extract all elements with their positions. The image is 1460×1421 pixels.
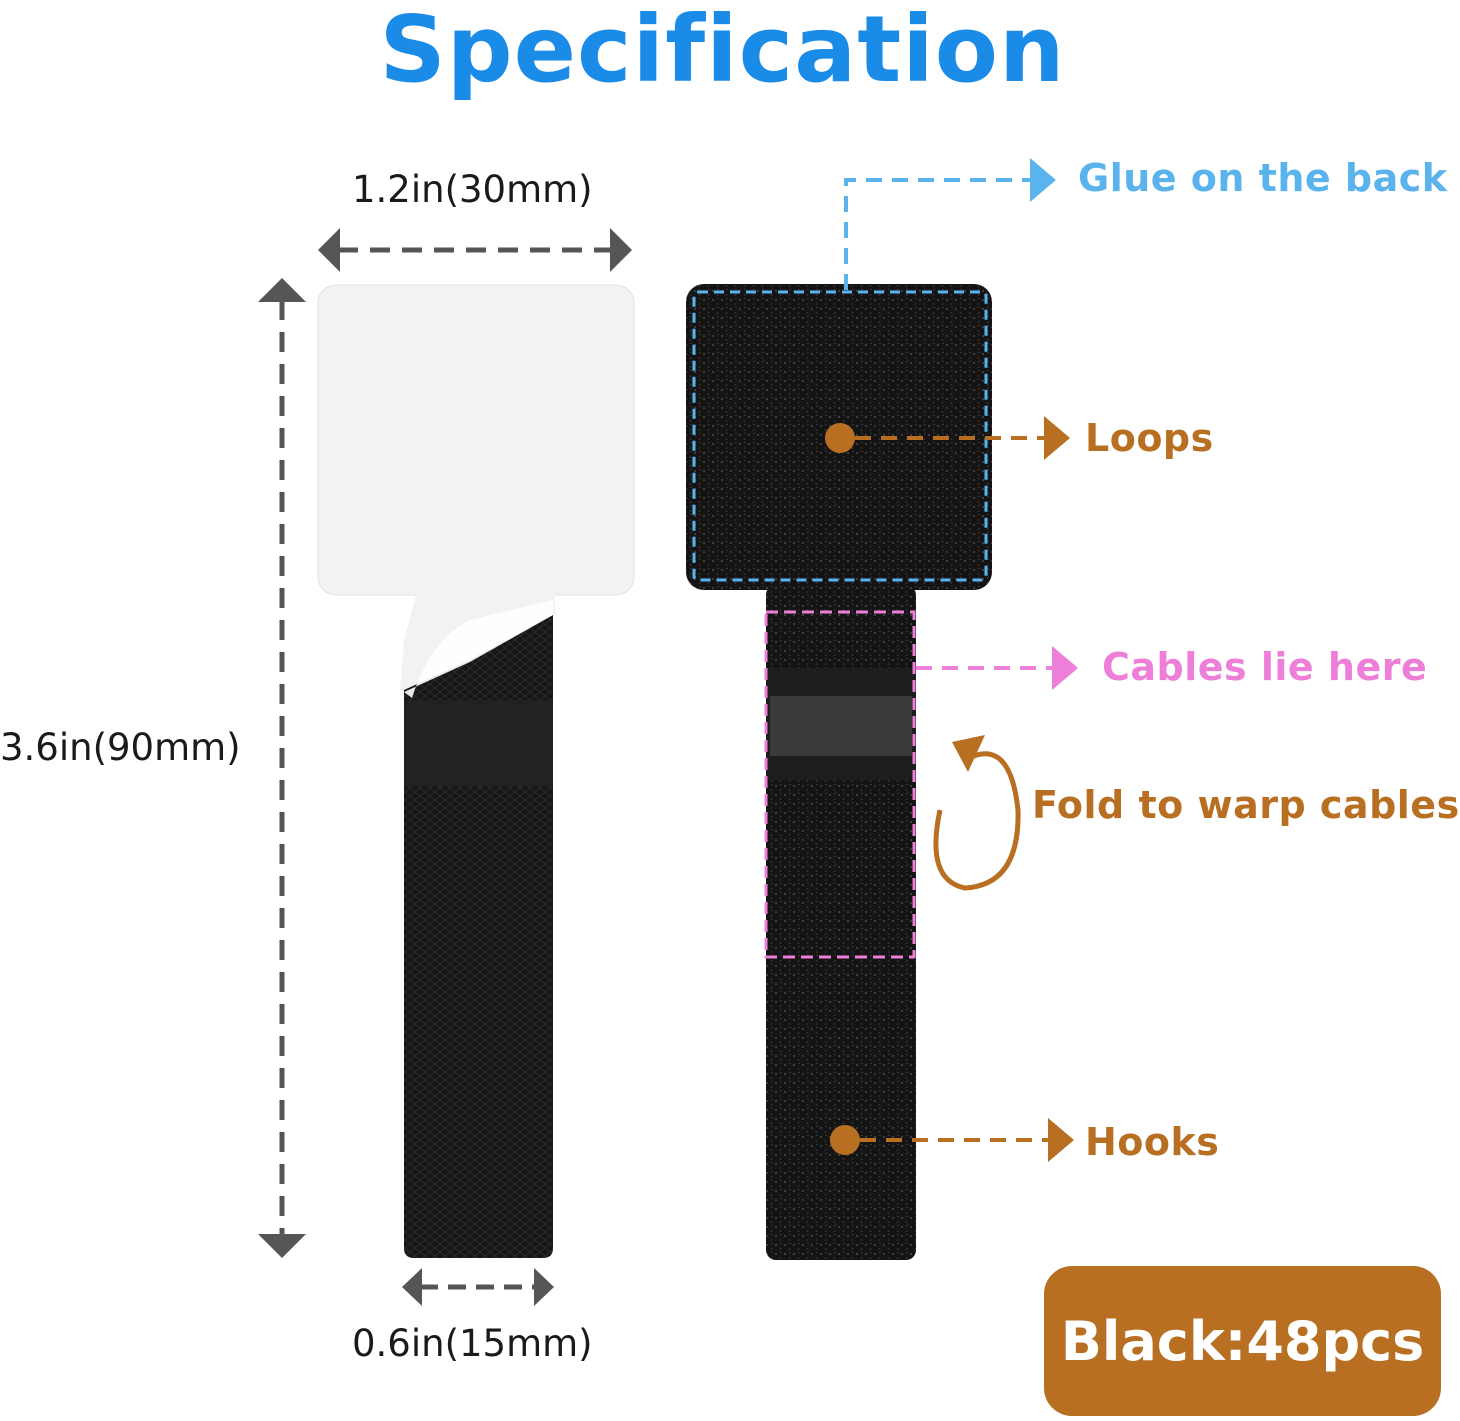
dot-arrow-icon [825, 416, 1070, 460]
curved-arrow-icon [933, 735, 1021, 891]
page-title: Specification [379, 0, 1066, 103]
left-strap [317, 284, 635, 1258]
glue-arrow-icon [844, 158, 1056, 290]
height-label: 3.6in(90mm) [0, 726, 241, 769]
fold-callout: Fold to warp cables [1032, 783, 1460, 827]
pink-arrow-icon [916, 646, 1078, 690]
double-arrow-icon [318, 228, 632, 272]
loops-callout: Loops [1085, 416, 1214, 460]
quantity-badge-text: Black:48pcs [1060, 1309, 1425, 1373]
release-paper [317, 284, 635, 596]
glue-callout: Glue on the back [1078, 156, 1448, 200]
double-arrow-icon [258, 278, 306, 1258]
right-strap [686, 284, 992, 1260]
double-arrow-icon [402, 1268, 554, 1306]
cables-callout: Cables lie here [1102, 645, 1428, 689]
dot-arrow-icon [830, 1118, 1074, 1162]
quantity-badge: Black:48pcs [1044, 1266, 1441, 1416]
hooks-callout: Hooks [1085, 1120, 1220, 1164]
top-width-label: 1.2in(30mm) [352, 168, 593, 211]
bottom-width-label: 0.6in(15mm) [352, 1322, 593, 1365]
